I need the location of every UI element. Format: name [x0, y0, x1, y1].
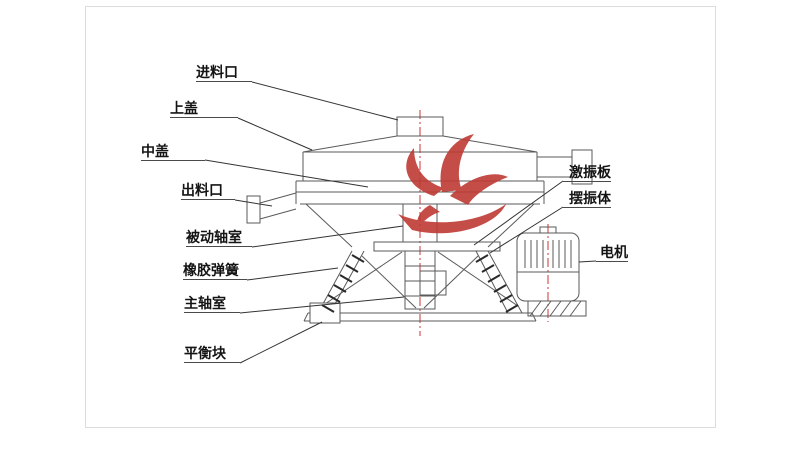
- leader-lines: [204, 81, 597, 364]
- upper-outlet-flange: [571, 149, 593, 185]
- label-middle-cover: 中盖: [141, 143, 205, 161]
- label-main-shaft-chamber: 主轴室: [184, 295, 240, 313]
- motor-bracket-shape: [527, 300, 587, 317]
- label-balance-block: 平衡块: [184, 345, 240, 363]
- main-shaft-chamber-shape: [404, 250, 436, 310]
- label-driven-shaft-chamber: 被动轴室: [186, 229, 252, 247]
- label-swing-vibrator: 摆振体: [563, 190, 611, 208]
- label-motor: 电机: [596, 244, 628, 262]
- eccentric-weight-shape: [419, 270, 447, 296]
- rubber-spring-hatch: [321, 254, 519, 313]
- feed-inlet-shape: [396, 116, 444, 137]
- label-feed-inlet: 进料口: [196, 64, 252, 82]
- label-rubber-spring: 橡胶弹簧: [183, 262, 247, 280]
- label-exciting-plate: 激振板: [563, 164, 611, 182]
- label-discharge-outlet: 出料口: [181, 182, 235, 200]
- watermark-logo-icon: [398, 134, 508, 234]
- discharge-outlet-shape: [246, 195, 261, 224]
- label-upper-cover: 上盖: [170, 100, 238, 118]
- balance-block-shape: [309, 302, 341, 324]
- exciting-plate-shape: [373, 241, 501, 252]
